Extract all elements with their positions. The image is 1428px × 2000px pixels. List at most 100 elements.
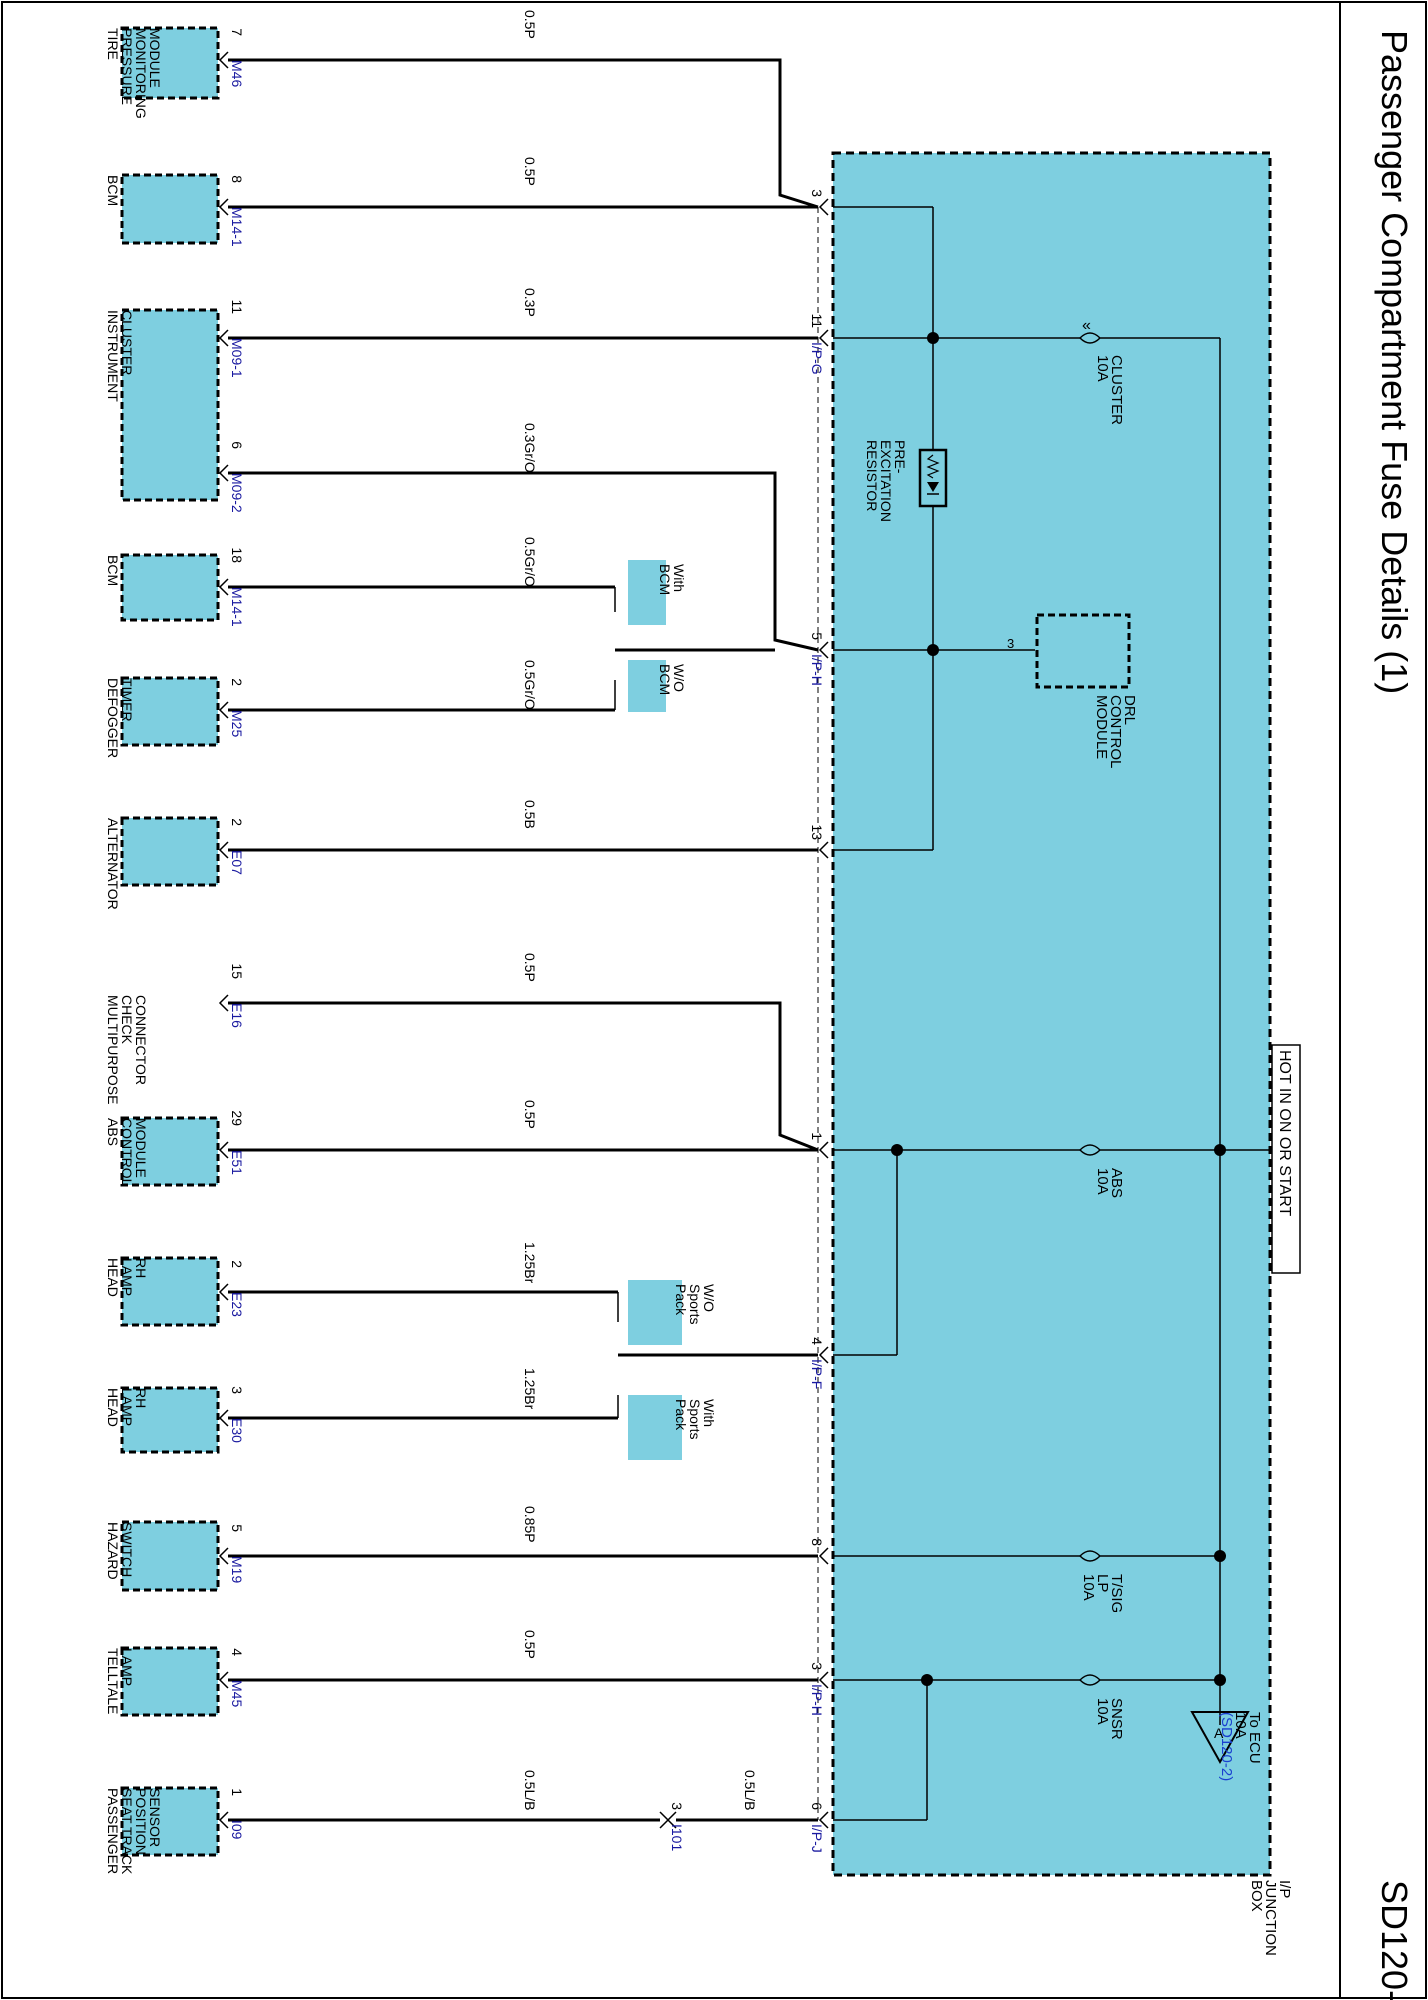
component-box bbox=[120, 1646, 220, 1717]
component-name: TIRE bbox=[105, 28, 121, 60]
svg-text:0.5L/B: 0.5L/B bbox=[742, 1770, 758, 1810]
pin-number: 2 bbox=[229, 678, 245, 686]
svg-text:CLUSTER: CLUSTER bbox=[1108, 355, 1125, 425]
svg-text:I/P: I/P bbox=[1276, 1880, 1293, 1898]
jb-pin-3: 13 bbox=[809, 824, 829, 859]
pin-number: 4 bbox=[229, 1648, 245, 1656]
component-name: MODULE bbox=[147, 28, 163, 88]
svg-text:T/SIG: T/SIG bbox=[1108, 1574, 1125, 1613]
connector-id: E07 bbox=[229, 850, 245, 875]
svg-text:JUNCTION: JUNCTION bbox=[1262, 1880, 1279, 1956]
component-name: MODULE bbox=[133, 1118, 149, 1178]
hot-label: HOT IN ON OR START bbox=[1276, 1050, 1293, 1216]
jb-pin-number: 3 bbox=[809, 1662, 825, 1670]
jb-pin-number: 8 bbox=[809, 1538, 825, 1546]
option-text: BCM bbox=[657, 664, 673, 695]
svg-text:CONTROL: CONTROL bbox=[1107, 695, 1124, 768]
component-name: POSITION bbox=[133, 1788, 149, 1855]
jb-pin-connector: I/P-J bbox=[809, 1824, 825, 1853]
pin-number: 2 bbox=[229, 1260, 245, 1268]
wire-label: 0.85P bbox=[522, 1506, 538, 1543]
junction-box-label: I/P JUNCTION BOX bbox=[1248, 1880, 1293, 1956]
component-name: ALTERNATOR bbox=[105, 818, 121, 910]
connector-id: M45 bbox=[229, 1680, 245, 1707]
wire-label: 0.5P bbox=[522, 157, 538, 186]
jb-pin-connector: I/P-H bbox=[809, 1684, 825, 1716]
option-text: Pack bbox=[673, 1284, 689, 1316]
jb-pin-number: 3 bbox=[809, 189, 825, 197]
junction-box bbox=[831, 151, 1272, 1877]
connector-id: E51 bbox=[229, 1150, 245, 1175]
component-name: HEAD bbox=[105, 1258, 121, 1297]
option-text: BCM bbox=[657, 564, 673, 595]
jb-pin-2: 5I/P-H bbox=[809, 632, 829, 686]
connector-id: M14-1 bbox=[229, 587, 245, 627]
component-name: DEFOGGER bbox=[105, 678, 121, 758]
pin-number: 18 bbox=[229, 547, 245, 563]
page-title: Passenger Compartment Fuse Details (1) bbox=[1374, 30, 1415, 694]
connector-id: E23 bbox=[229, 1292, 245, 1317]
option-text: Pack bbox=[673, 1399, 689, 1431]
option-text: With bbox=[671, 564, 687, 592]
wire-label: 0.5Gr/O bbox=[522, 660, 538, 710]
option-text: W/O bbox=[671, 664, 687, 692]
svg-text:10A: 10A bbox=[1094, 1698, 1111, 1725]
component-box bbox=[120, 308, 220, 502]
svg-text:3: 3 bbox=[669, 1802, 685, 1810]
jb-pin-number: 4 bbox=[809, 1337, 825, 1345]
drl-control-module bbox=[1035, 613, 1131, 689]
connector-id: E16 bbox=[229, 1003, 245, 1028]
component-name: SEAT TRACK bbox=[119, 1788, 135, 1875]
jb-pin-number: 1 bbox=[809, 1132, 825, 1140]
svg-text:SNSR: SNSR bbox=[1108, 1698, 1125, 1740]
connector-id: M14-1 bbox=[229, 207, 245, 247]
connector-id: M09-1 bbox=[229, 338, 245, 378]
component-name: INSTRUMENT bbox=[105, 310, 121, 402]
component-name: BCM bbox=[105, 555, 121, 586]
component-name: TELLTALE bbox=[105, 1648, 121, 1714]
component-name: RH bbox=[133, 1388, 149, 1408]
jb-pin-number: 6 bbox=[809, 1802, 825, 1810]
pin-number: 6 bbox=[229, 441, 245, 449]
pin-number: 11 bbox=[229, 299, 245, 314]
component-name: LAMP bbox=[119, 1258, 135, 1296]
svg-text:10A: 10A bbox=[1080, 1574, 1097, 1601]
pin-number: 3 bbox=[229, 1386, 245, 1394]
connector-id: M46 bbox=[229, 60, 245, 87]
offpage-letter: A bbox=[1214, 1725, 1224, 1741]
svg-text:(SD120-2): (SD120-2) bbox=[1218, 1712, 1235, 1781]
component-box bbox=[120, 1786, 220, 1857]
connector-id: M09-2 bbox=[229, 473, 245, 513]
svg-text:I101: I101 bbox=[669, 1824, 685, 1851]
jb-pin-1: 11I/P-G bbox=[809, 313, 829, 375]
svg-text:BOX: BOX bbox=[1248, 1880, 1265, 1912]
jb-pin-connector: I/P-H bbox=[809, 654, 825, 686]
component-box bbox=[120, 1520, 220, 1592]
component-name: ABS bbox=[105, 1118, 121, 1146]
component-name: BCM bbox=[105, 175, 121, 206]
svg-text:PRE-: PRE- bbox=[892, 440, 908, 474]
drl-pin: 3 bbox=[1007, 636, 1014, 651]
connector-id: E30 bbox=[229, 1418, 245, 1443]
wire-label: 0.5P bbox=[522, 1630, 538, 1659]
component-box bbox=[120, 1116, 220, 1187]
component-name: SENSOR bbox=[147, 1788, 163, 1847]
jb-pin-0: 3 bbox=[809, 189, 829, 216]
svg-text:DRL: DRL bbox=[1121, 695, 1138, 725]
offpage-label: To ECU 10A (SD120-2) bbox=[1218, 1712, 1263, 1781]
connector-id: M25 bbox=[229, 710, 245, 737]
wire-label: 0.5P bbox=[522, 1100, 538, 1129]
component-box bbox=[120, 173, 220, 245]
jb-pin-number: 5 bbox=[809, 632, 825, 640]
component-box bbox=[120, 26, 220, 100]
